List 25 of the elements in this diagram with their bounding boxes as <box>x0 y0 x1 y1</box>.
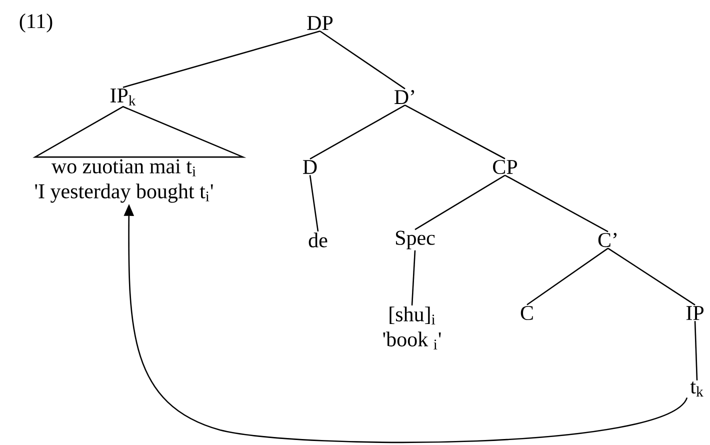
tree-node-label: CP <box>493 160 517 174</box>
tree-node-label: de <box>308 232 328 248</box>
tree-branch <box>320 30 406 90</box>
tree-branch <box>526 248 608 306</box>
tree-node-label: D’ <box>394 90 414 104</box>
tree-branch <box>694 321 698 380</box>
tree-branch <box>404 104 506 160</box>
tree-node-label: DP <box>307 16 333 30</box>
tree-branch <box>309 175 319 232</box>
tree-branch <box>122 30 320 88</box>
tree-node-label: Spec <box>396 230 435 250</box>
tree-branch <box>608 248 696 306</box>
tree-branch <box>411 250 416 306</box>
tree-node-label: C’ <box>598 232 616 248</box>
tree-branch <box>414 174 506 230</box>
tree-node-label: C <box>520 306 533 320</box>
tree-node-label: IP <box>686 306 704 320</box>
tree-node-label: t$_{k}$ <box>690 382 704 396</box>
tree-node-label: [shu]$_{i}$ 'book $_{i}$' <box>383 306 441 350</box>
tree-node-label: D <box>303 160 317 174</box>
example-number: (11) <box>20 13 52 33</box>
tree-branch <box>310 104 406 160</box>
tree-node-label: IP$_{k}$ <box>110 88 136 106</box>
tree-node-label: wo zuotian mai t$_{i}$ 'I yesterday bought t$_{i}$' <box>35 159 213 203</box>
tree-branch <box>504 174 608 232</box>
